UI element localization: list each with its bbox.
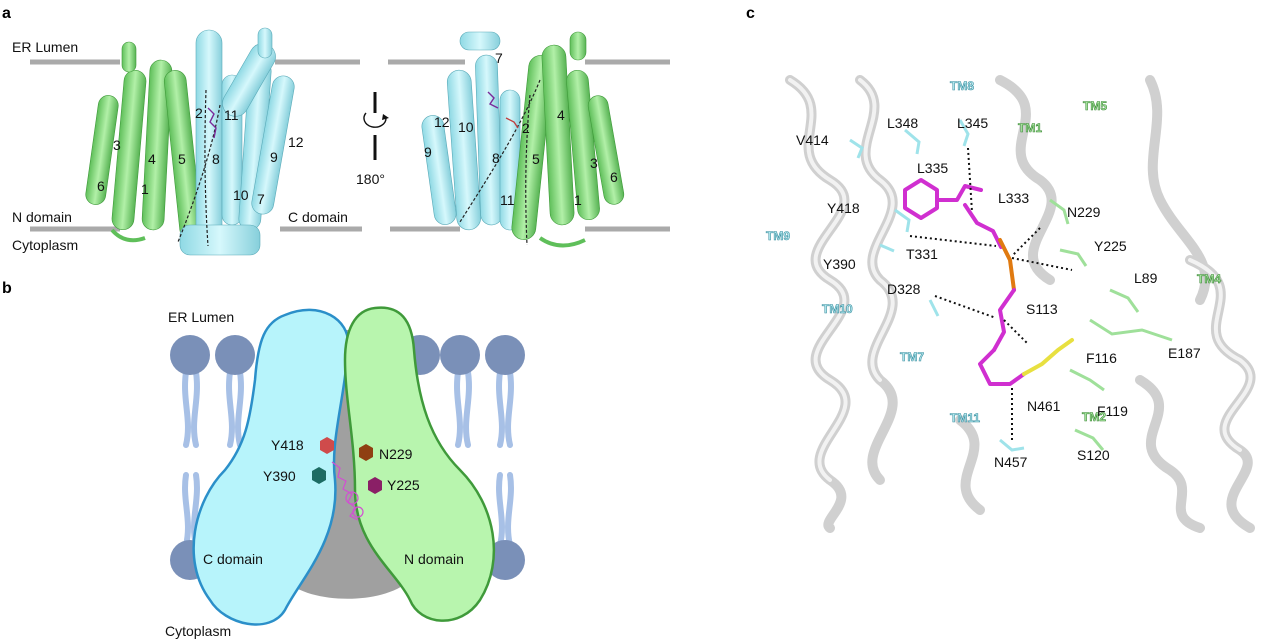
panel-c-letter: c bbox=[746, 5, 755, 22]
membrane-lines bbox=[30, 59, 670, 232]
res-e187: E187 bbox=[1168, 345, 1201, 361]
tm9-label: TM9 bbox=[766, 229, 790, 243]
right-helix-10: 10 bbox=[458, 119, 474, 135]
grey-ribbons-inner bbox=[788, 78, 1253, 482]
tm8-label: TM8 bbox=[950, 79, 974, 93]
left-structure-c-domain bbox=[179, 27, 295, 256]
rotation-indicator: 180° bbox=[356, 92, 389, 187]
b-y390-label: Y390 bbox=[263, 468, 296, 484]
res-n229: N229 bbox=[1067, 204, 1101, 220]
right-helix-12: 12 bbox=[434, 114, 450, 130]
left-helix-2: 2 bbox=[195, 105, 203, 121]
left-helix-10: 10 bbox=[233, 187, 249, 203]
res-l333: L333 bbox=[998, 190, 1029, 206]
left-helix-6: 6 bbox=[97, 178, 105, 194]
res-f119: F119 bbox=[1097, 403, 1128, 419]
right-helix-7: 7 bbox=[495, 50, 503, 66]
tm11-label: TM11 bbox=[950, 411, 980, 425]
left-dashed-lines bbox=[177, 89, 221, 247]
res-l89: L89 bbox=[1134, 270, 1158, 286]
res-f116: F116 bbox=[1086, 350, 1117, 366]
tm4-label: TM4 bbox=[1197, 272, 1221, 286]
res-d328: D328 bbox=[887, 281, 921, 297]
right-helix-9: 9 bbox=[424, 144, 432, 160]
tm2-label: TM2 bbox=[1082, 410, 1106, 424]
left-helix-8: 8 bbox=[212, 151, 220, 167]
right-helix-11: 11 bbox=[500, 192, 515, 208]
left-helix-12: 12 bbox=[288, 134, 304, 150]
y418-hexagon bbox=[320, 437, 334, 454]
left-helix-4: 4 bbox=[148, 151, 156, 167]
tm10-label: TM10 bbox=[822, 302, 853, 316]
left-helix-numbers: 3 4 5 6 1 2 11 8 12 9 10 7 bbox=[97, 105, 304, 207]
rotation-label: 180° bbox=[356, 171, 385, 187]
right-structure-n-domain bbox=[511, 31, 625, 248]
res-s120: S120 bbox=[1077, 447, 1110, 463]
res-t331: T331 bbox=[906, 246, 938, 262]
right-helix-3: 3 bbox=[590, 155, 598, 171]
tm1-label: TM1 bbox=[1018, 121, 1042, 135]
right-helix-4: 4 bbox=[557, 107, 565, 123]
right-helix-5: 5 bbox=[532, 151, 540, 167]
panel-a-letter: a bbox=[2, 5, 11, 22]
panel-b-letter: b bbox=[2, 280, 12, 297]
left-helix-1: 1 bbox=[141, 181, 149, 197]
res-y390: Y390 bbox=[823, 256, 856, 272]
res-l348: L348 bbox=[887, 115, 918, 131]
res-v414: V414 bbox=[796, 132, 829, 148]
left-helix-9: 9 bbox=[270, 149, 278, 165]
right-helix-1: 1 bbox=[574, 192, 582, 208]
b-n-domain-label: N domain bbox=[404, 551, 464, 567]
left-structure-n-domain bbox=[85, 41, 203, 243]
residue-hexagons bbox=[312, 437, 382, 494]
res-y225: Y225 bbox=[1094, 238, 1127, 254]
tm-labels: TM8 TM5 TM1 TM9 TM4 TM10 TM7 TM2 TM11 bbox=[766, 79, 1222, 426]
right-helix-8: 8 bbox=[492, 150, 500, 166]
res-s113: S113 bbox=[1026, 301, 1058, 317]
green-sidechains bbox=[1049, 198, 1173, 451]
res-n457: N457 bbox=[994, 454, 1028, 470]
right-dashed-lines bbox=[459, 79, 541, 246]
panel-c: c bbox=[746, 5, 1269, 533]
tm7-label: TM7 bbox=[900, 350, 924, 364]
left-helix-5: 5 bbox=[178, 151, 186, 167]
cytoplasm-label: Cytoplasm bbox=[12, 237, 78, 253]
res-l345: L345 bbox=[957, 115, 988, 131]
right-helix-numbers: 7 12 10 9 8 2 4 5 3 6 11 1 bbox=[424, 50, 618, 208]
res-y418: Y418 bbox=[827, 200, 860, 216]
res-l335: L335 bbox=[917, 160, 948, 176]
right-helix-2: 2 bbox=[522, 120, 530, 136]
er-lumen-label: ER Lumen bbox=[12, 39, 78, 55]
y225-hexagon bbox=[368, 477, 382, 494]
left-ligand bbox=[207, 107, 217, 139]
left-helix-11: 11 bbox=[224, 107, 239, 123]
right-helix-6: 6 bbox=[610, 169, 618, 185]
cyan-sidechains bbox=[849, 119, 1025, 452]
c-domain-label: C domain bbox=[288, 209, 348, 225]
b-c-domain-label: C domain bbox=[203, 551, 263, 567]
rotate-arrow-icon bbox=[363, 112, 387, 128]
res-n461: N461 bbox=[1027, 398, 1061, 414]
b-er-lumen-label: ER Lumen bbox=[168, 309, 234, 325]
n-domain-label: N domain bbox=[12, 209, 72, 225]
b-n229-label: N229 bbox=[379, 446, 413, 462]
b-ligand bbox=[331, 461, 364, 521]
h-bond-lines bbox=[909, 147, 1073, 440]
c-residue-labels: L348 L345 V414 L335 L333 N229 Y418 T331 … bbox=[796, 115, 1201, 470]
left-helix-7: 7 bbox=[257, 191, 265, 207]
left-helix-3: 3 bbox=[113, 137, 121, 153]
b-y225-label: Y225 bbox=[387, 477, 420, 493]
panel-a: a ER Lumen N domain Cytoplasm C domain bbox=[2, 5, 670, 256]
tm5-label: TM5 bbox=[1083, 99, 1107, 113]
y390-hexagon bbox=[312, 467, 326, 484]
c-ligand bbox=[903, 178, 1074, 386]
n229-hexagon bbox=[359, 444, 373, 461]
b-y418-label: Y418 bbox=[271, 437, 304, 453]
b-cytoplasm-label: Cytoplasm bbox=[165, 623, 231, 639]
n-domain-shape bbox=[343, 306, 496, 622]
right-ligand bbox=[487, 91, 519, 129]
panel-b: b ER Lumen Cytoplasm bbox=[2, 280, 525, 639]
